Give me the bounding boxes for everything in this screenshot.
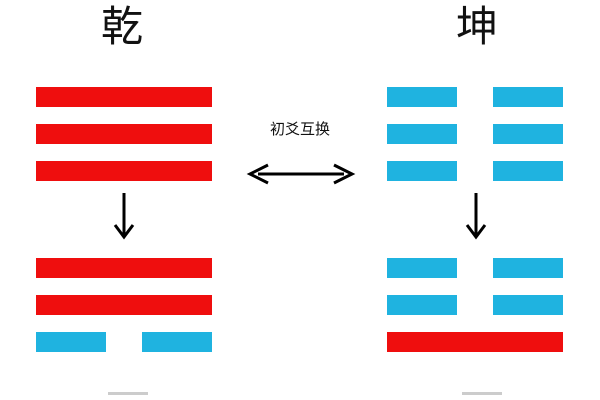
cutoff-glyph-right bbox=[462, 386, 502, 400]
qian_before-yang-line-1 bbox=[36, 87, 212, 107]
kun_before-yin-line-3-right bbox=[493, 161, 563, 181]
kun_after-yin-line-1-right bbox=[493, 258, 563, 278]
kun_before-yin-line-1-left bbox=[387, 87, 457, 107]
swap-label: 初爻互换 bbox=[269, 120, 330, 138]
kun_before-yin-line-2-left bbox=[387, 124, 457, 144]
down-arrow-icon-left bbox=[113, 193, 135, 240]
kun_after-yang-line-3 bbox=[387, 332, 563, 352]
qian_after-yin-line-3-left bbox=[36, 332, 106, 352]
qian_before-yang-line-2 bbox=[36, 124, 212, 144]
qian_after-yang-line-2 bbox=[36, 295, 212, 315]
double-arrow-icon bbox=[246, 163, 356, 185]
cutoff-glyph-left bbox=[108, 386, 148, 400]
kun_before-yin-line-1-right bbox=[493, 87, 563, 107]
down-arrow-icon-right bbox=[465, 193, 487, 240]
kun_after-yin-line-2-left bbox=[387, 295, 457, 315]
qian_after-yin-line-3-right bbox=[142, 332, 212, 352]
qian_after-yang-line-1 bbox=[36, 258, 212, 278]
kun_after-yin-line-2-right bbox=[493, 295, 563, 315]
title-qian: 乾 bbox=[100, 2, 143, 51]
kun_after-yin-line-1-left bbox=[387, 258, 457, 278]
title-kun: 坤 bbox=[455, 2, 498, 51]
qian_before-yang-line-3 bbox=[36, 161, 212, 181]
kun_before-yin-line-2-right bbox=[493, 124, 563, 144]
kun_before-yin-line-3-left bbox=[387, 161, 457, 181]
